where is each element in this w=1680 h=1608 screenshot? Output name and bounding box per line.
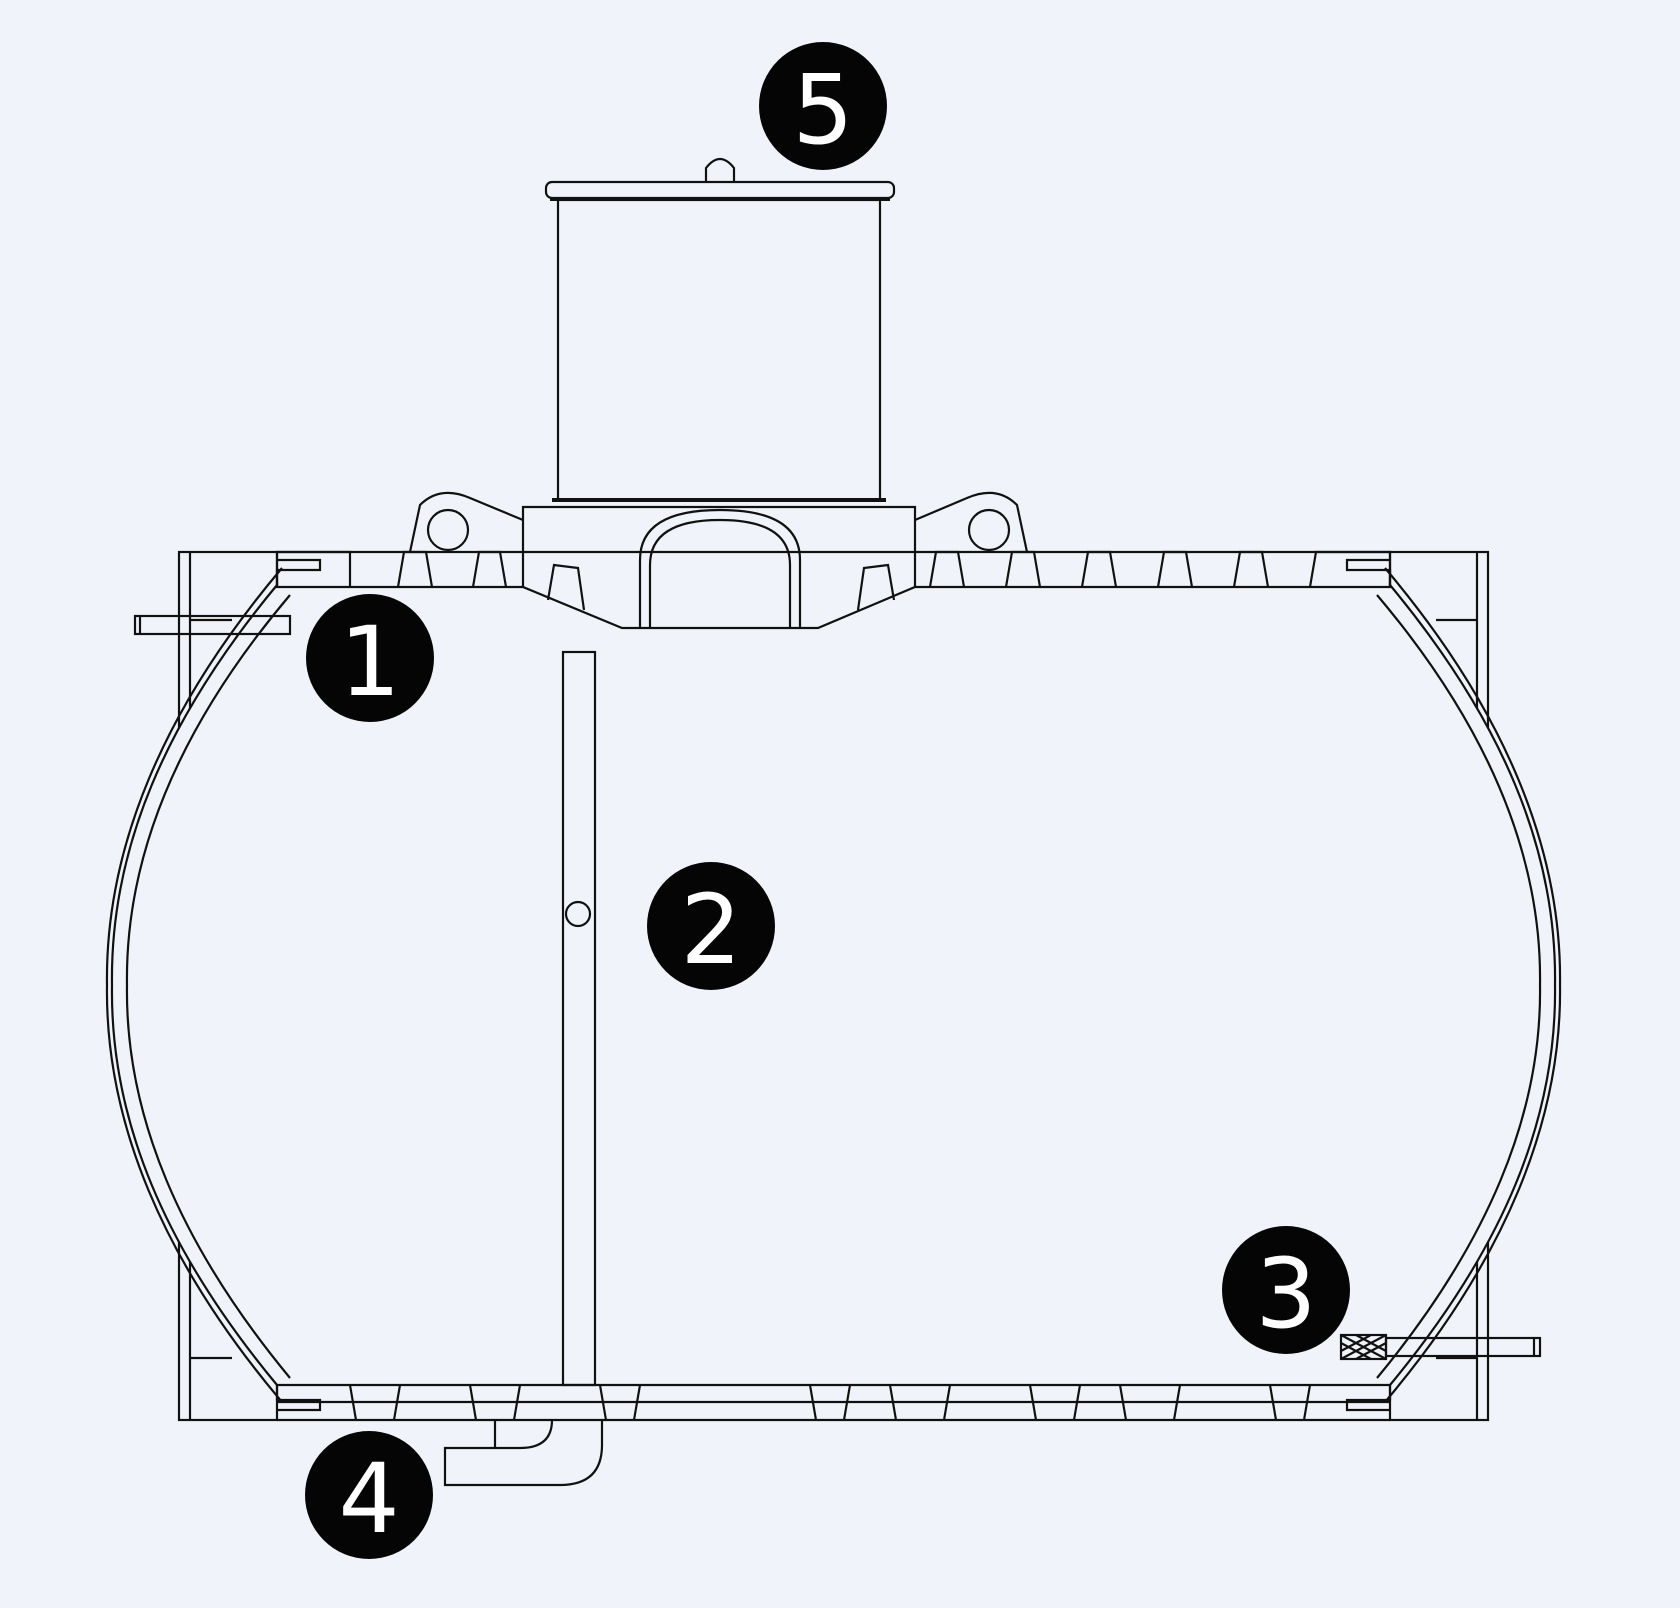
callout-1: 1: [306, 594, 434, 722]
callout-5: 5: [759, 42, 887, 170]
callout-3: 3: [1222, 1226, 1350, 1354]
callout-4: 4: [305, 1431, 433, 1559]
top-ribs: [275, 550, 1392, 611]
riser-chamber: [544, 157, 896, 502]
callout-label: 1: [339, 606, 400, 718]
inlet-pipe: [133, 614, 292, 636]
tank-body: [105, 558, 1562, 1412]
manway-base: [408, 491, 1029, 628]
callout-2: 2: [647, 862, 775, 990]
drain-pipe: [443, 1419, 604, 1487]
outlet-pipe: [1339, 1333, 1542, 1361]
bottom-ribs: [277, 1384, 1390, 1422]
callout-label: 5: [792, 54, 853, 166]
callout-label: 3: [1255, 1238, 1316, 1350]
internal-riser-pipe: [561, 650, 597, 1387]
callout-label: 2: [680, 874, 741, 986]
callout-label: 4: [338, 1443, 399, 1555]
